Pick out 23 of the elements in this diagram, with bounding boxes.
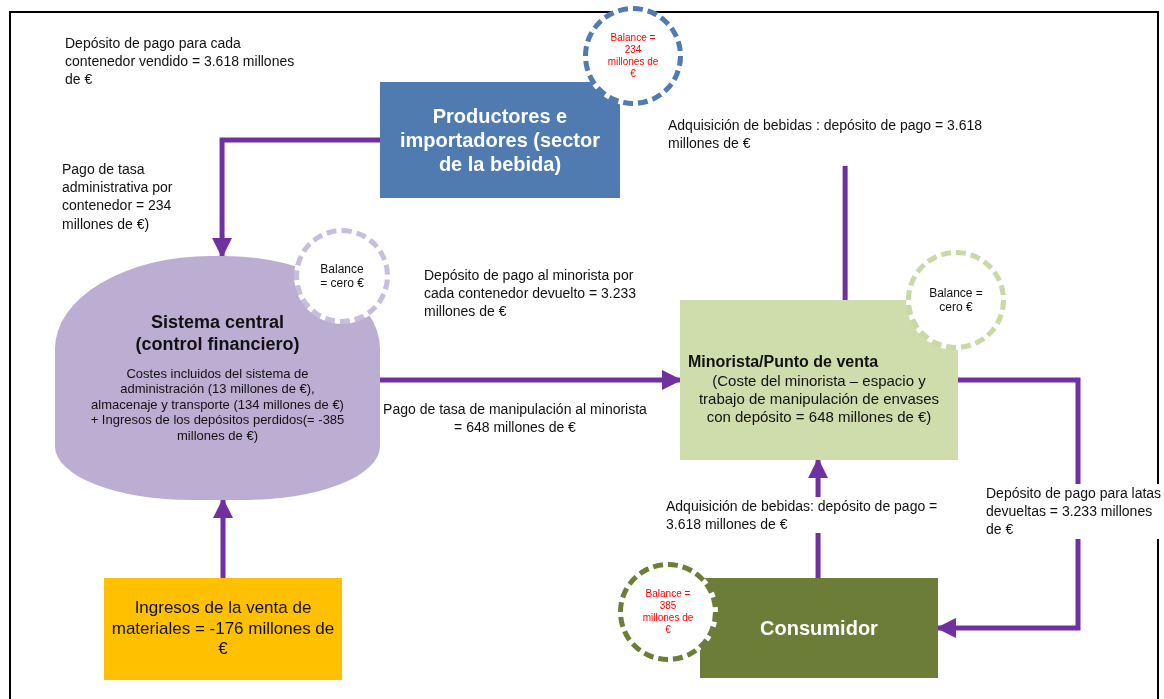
edge-label: Pago de tasa administrativa por contenedor = 234 millones de €)	[62, 160, 174, 233]
node-heading: Sistema central (control financiero)	[134, 312, 301, 356]
node-text: Balance = cero €	[319, 261, 365, 291]
edge-label: Depósito de pago al minorista por cada contenedor devuelto = 3.233 millones de €	[424, 266, 638, 321]
node-text: Consumidor	[760, 616, 878, 640]
process-box	[104, 578, 342, 680]
node-text: Productores e importadores (sector de la bebida)	[398, 104, 602, 176]
arrow	[213, 498, 233, 578]
arrow	[380, 369, 682, 390]
node-text: Balance = 234 millones de €	[606, 32, 660, 80]
note-text: Depósito de pago para cada contenedor vendido = 3.618 millones de €	[65, 34, 295, 89]
note-text: Pago de tasa de manipulación al minorista = 648 millones de €	[382, 400, 648, 437]
arrow	[212, 137, 380, 258]
edge-label: Adquisición de bebidas : depósito de pago = 3.618 millones de €	[668, 116, 984, 153]
node-heading: Minorista/Punto de venta	[688, 352, 879, 372]
node-text: Ingresos de la venta de materiales = -176 millones de €	[110, 598, 336, 660]
node-text: Costes incluidos del sistema de administración (13 millones de €), almacenaje y transporte (134 millones de €) + Ingresos de los depósitos perdidos(= -385 millones de €)	[89, 365, 346, 444]
node-text: Balance = cero €	[929, 285, 983, 315]
node-text: Balance = 385 millones de €	[641, 588, 695, 636]
node-text: (Coste del minorista – espacio y trabajo de manipulación de envases con depósito = 648 millones de €)	[697, 371, 941, 426]
process-box	[700, 578, 938, 678]
process-box	[380, 82, 620, 198]
edge-label: Depósito de pago para latas devueltas = 3.233 millones de €	[986, 484, 1162, 539]
